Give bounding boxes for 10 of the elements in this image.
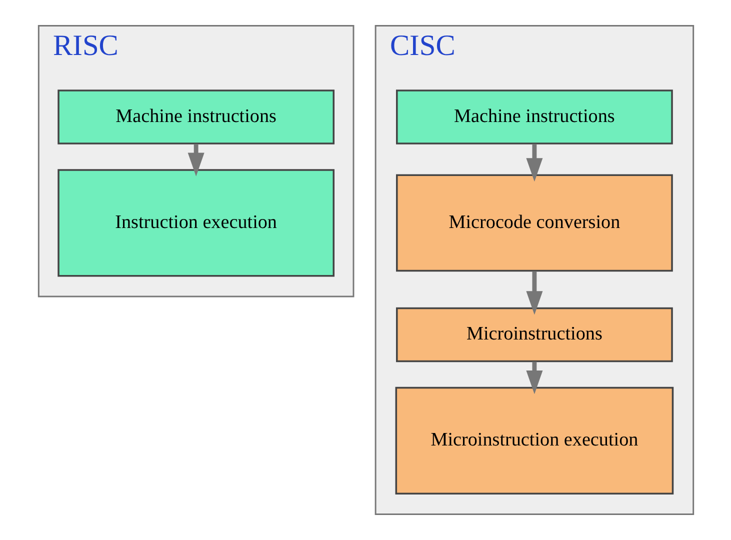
node-box: Machine instructions — [57, 90, 334, 144]
node-box: Microinstructions — [396, 307, 672, 362]
arrow — [187, 144, 204, 176]
node-box: Microinstruction execution — [394, 386, 674, 494]
node-box: Microcode conversion — [396, 174, 672, 272]
node-box: Instruction execution — [57, 169, 334, 277]
arrow — [526, 144, 542, 182]
node-box: Machine instructions — [396, 90, 672, 144]
arrow — [526, 362, 542, 394]
arrow — [526, 271, 542, 315]
